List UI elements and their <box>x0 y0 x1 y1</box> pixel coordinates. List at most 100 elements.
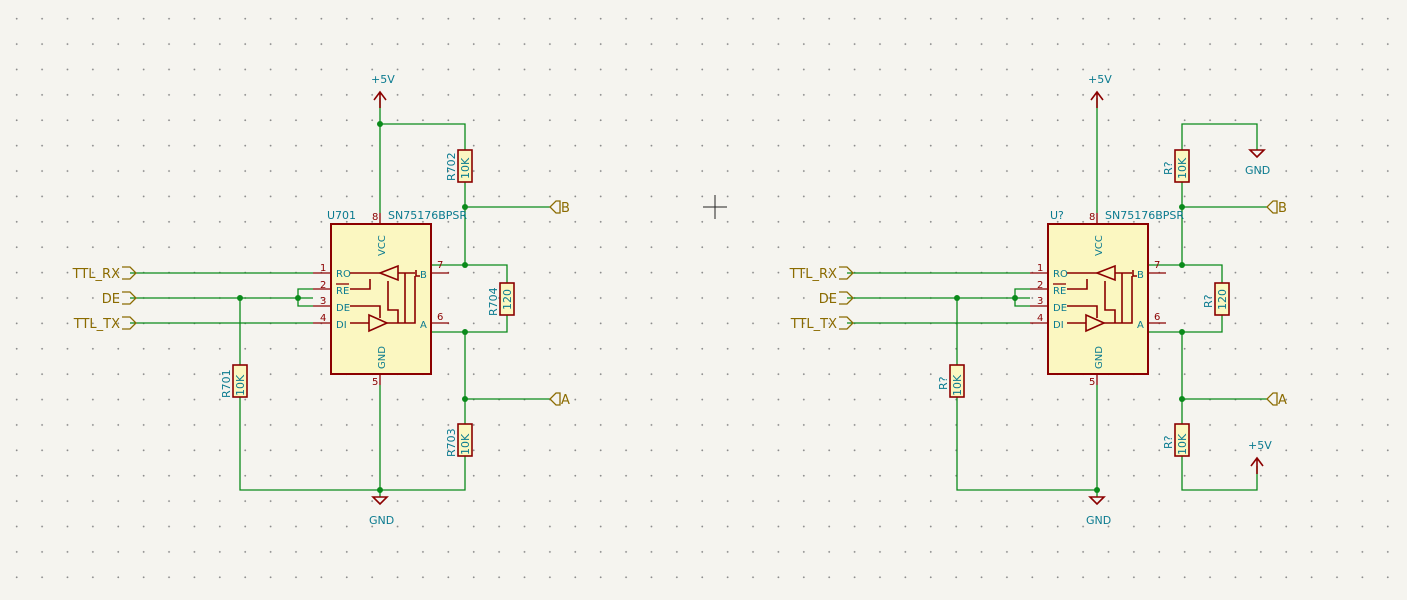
resistor-de[interactable]: R? 10K <box>937 364 965 398</box>
label-ttl-tx[interactable]: TTL_TX <box>73 316 137 332</box>
resistor-bottom[interactable]: R? 10K <box>1162 423 1190 457</box>
label-text: TTL_TX <box>790 317 837 332</box>
label-text: TTL_RX <box>72 267 120 282</box>
resistor-termination[interactable]: R? 120 <box>1202 282 1230 316</box>
power-symbol-5v[interactable]: +5V <box>371 73 395 108</box>
junction <box>237 295 243 301</box>
resistor-value: 10K <box>1176 433 1189 455</box>
resistor-value: 10K <box>234 374 247 396</box>
pin-name: RO <box>1053 269 1068 280</box>
resistor-value: 120 <box>1216 289 1229 310</box>
ic-value: SN75176BPSR <box>388 209 467 222</box>
pin-name: DI <box>336 320 347 331</box>
label-de[interactable]: DE <box>819 291 854 307</box>
pin-name: A <box>420 320 427 331</box>
resistor-ref: R? <box>1162 161 1175 175</box>
label-text: TTL_TX <box>73 317 120 332</box>
ic-u701[interactable]: U701 SN75176BPSR 8 1 2 3 4 7 6 5 RO RE D… <box>313 209 467 388</box>
junction <box>462 204 468 210</box>
label-text: B <box>561 201 570 216</box>
label-a[interactable]: A <box>1266 392 1287 408</box>
pin-name: GND <box>377 346 388 369</box>
label-b[interactable]: B <box>1266 200 1287 216</box>
pin-name: RE <box>1053 286 1066 297</box>
ground-symbol[interactable]: GND <box>1086 496 1111 527</box>
resistor-r704[interactable]: R704 120 <box>487 282 515 316</box>
label-text: TTL_RX <box>789 267 837 282</box>
junction <box>1179 396 1185 402</box>
pin-name: DI <box>1053 320 1064 331</box>
pin-number: 5 <box>1089 377 1095 388</box>
power-label: +5V <box>1248 439 1272 452</box>
resistor-top[interactable]: R? 10K <box>1162 149 1190 183</box>
label-ttl-tx[interactable]: TTL_TX <box>790 316 854 332</box>
resistor-r703[interactable]: R703 10K <box>445 423 473 457</box>
resistor-value: 10K <box>1176 157 1189 179</box>
pin-number: 3 <box>1037 296 1043 307</box>
ground-label: GND <box>1245 164 1270 177</box>
pin-number: 1 <box>1037 263 1043 274</box>
ic-u-unannotated[interactable]: U? SN75176BPSR 8 1 2 3 4 7 6 5 RO RE DE … <box>1030 209 1184 388</box>
junction <box>1094 487 1100 493</box>
pin-number: 7 <box>1154 260 1160 271</box>
resistor-ref: R701 <box>220 369 233 398</box>
pin-name: B <box>1137 270 1144 281</box>
power-label: +5V <box>1088 73 1112 86</box>
junction <box>377 121 383 127</box>
junction <box>377 487 383 493</box>
pin-name: GND <box>1094 346 1105 369</box>
ground-symbol-pullup[interactable]: GND <box>1245 149 1270 177</box>
pin-number: 6 <box>437 312 443 323</box>
resistor-value: 10K <box>459 157 472 179</box>
resistor-r702[interactable]: R702 10K <box>445 149 473 183</box>
circuit-left: +5V GND U701 SN75176BPSR 8 1 2 3 4 7 6 5… <box>72 73 570 527</box>
junction <box>462 396 468 402</box>
resistor-ref: R702 <box>445 152 458 181</box>
pin-number: 2 <box>320 280 326 291</box>
power-symbol-5v[interactable]: +5V <box>1088 73 1112 108</box>
pin-name: VCC <box>1094 235 1105 256</box>
pin-name: A <box>1137 320 1144 331</box>
label-text: DE <box>819 292 837 307</box>
pin-number: 1 <box>320 263 326 274</box>
resistor-value: 10K <box>951 374 964 396</box>
pin-number: 2 <box>1037 280 1043 291</box>
label-text: B <box>1278 201 1287 216</box>
junction <box>954 295 960 301</box>
power-symbol-5v-pulldown[interactable]: +5V <box>1248 439 1272 474</box>
pin-number: 8 <box>372 212 378 223</box>
junction <box>462 262 468 268</box>
label-b[interactable]: B <box>549 200 570 216</box>
resistor-value: 120 <box>501 289 514 310</box>
resistor-ref: R? <box>937 376 950 390</box>
label-ttl-rx[interactable]: TTL_RX <box>789 266 854 282</box>
pin-name: DE <box>1053 303 1067 314</box>
ic-reference: U? <box>1050 209 1064 222</box>
label-text: A <box>561 393 570 408</box>
ground-symbol[interactable]: GND <box>369 496 394 527</box>
junction <box>1179 204 1185 210</box>
resistor-r701[interactable]: R701 10K <box>220 364 248 398</box>
ic-value: SN75176BPSR <box>1105 209 1184 222</box>
label-a[interactable]: A <box>549 392 570 408</box>
resistor-ref: R? <box>1162 435 1175 449</box>
resistor-ref: R704 <box>487 287 500 316</box>
pin-number: 8 <box>1089 212 1095 223</box>
pin-name: RE <box>336 286 349 297</box>
label-de[interactable]: DE <box>102 291 137 307</box>
pin-number: 6 <box>1154 312 1160 323</box>
label-ttl-rx[interactable]: TTL_RX <box>72 266 137 282</box>
resistor-ref: R703 <box>445 428 458 457</box>
wires-left <box>130 98 550 497</box>
pin-name: B <box>420 270 427 281</box>
pin-number: 4 <box>1037 313 1043 324</box>
pin-name: RO <box>336 269 351 280</box>
pin-name: VCC <box>377 235 388 256</box>
resistor-value: 10K <box>459 433 472 455</box>
wires-right <box>847 98 1267 497</box>
junction <box>1179 329 1185 335</box>
circuit-right: +5V GND GND +5V U? SN75176BPSR 8 1 2 3 4… <box>789 73 1287 527</box>
crosshair-cursor <box>703 195 727 219</box>
